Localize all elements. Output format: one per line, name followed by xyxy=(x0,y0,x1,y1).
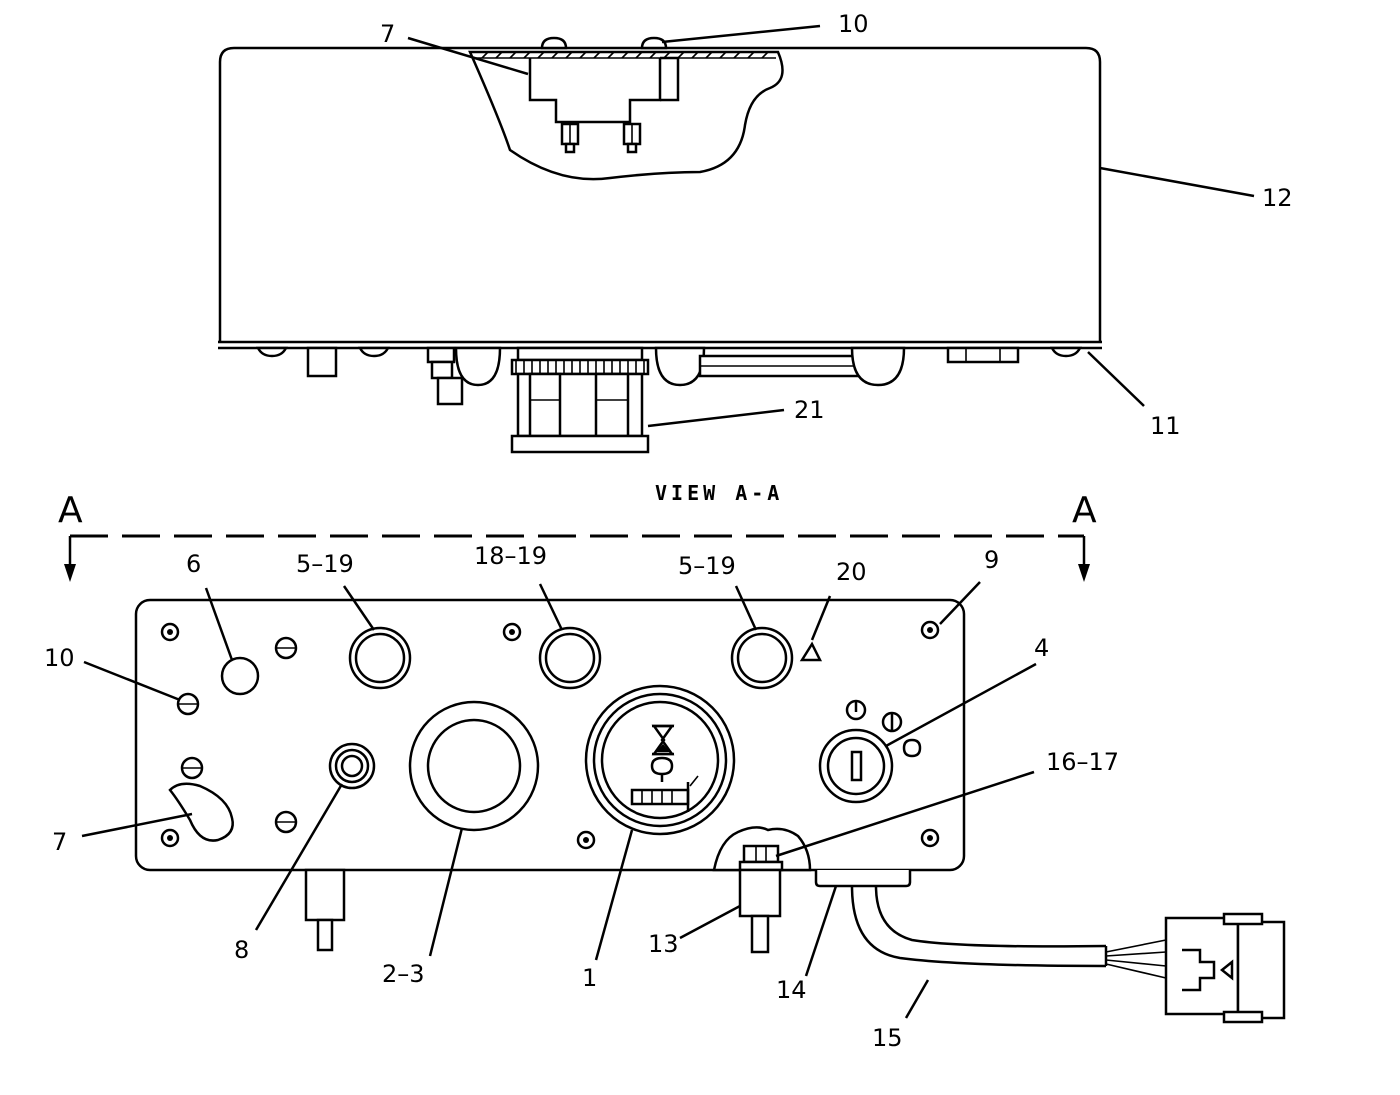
view-label: VIEW A-A xyxy=(655,481,783,505)
top-view-leaders xyxy=(407,24,1255,428)
callout-front-5-19-right: 5–19 xyxy=(678,552,736,580)
front-panel xyxy=(134,598,966,872)
slotted-screws xyxy=(176,636,298,834)
front-view-leaders xyxy=(81,581,1037,1019)
callout-front-9: 9 xyxy=(984,546,999,574)
callout-top-10: 10 xyxy=(838,10,869,38)
callout-front-5-19-left: 5–19 xyxy=(296,550,354,578)
callout-front-14: 14 xyxy=(776,976,807,1004)
callout-top-21: 21 xyxy=(794,396,825,424)
callout-top-7: 7 xyxy=(380,20,395,48)
callout-front-7: 7 xyxy=(52,828,67,856)
key-switch-4 xyxy=(818,699,922,804)
gauge-2-3 xyxy=(408,700,540,832)
section-mark-left: A xyxy=(58,490,83,531)
mounting-screws xyxy=(160,620,940,850)
triangle-symbol-20 xyxy=(799,641,823,662)
below-panel-parts xyxy=(304,868,1286,1024)
cutaway-hatch xyxy=(476,51,776,59)
callout-front-8: 8 xyxy=(234,936,249,964)
callout-front-20: 20 xyxy=(836,558,867,586)
hour-meter-1 xyxy=(584,684,736,836)
callout-front-1: 1 xyxy=(582,964,597,992)
callout-front-13: 13 xyxy=(648,930,679,958)
callout-front-16-17: 16–17 xyxy=(1046,748,1119,776)
section-mark-right: A xyxy=(1072,490,1097,531)
callout-front-4: 4 xyxy=(1034,634,1049,662)
callout-top-11: 11 xyxy=(1150,412,1181,440)
callout-front-10: 10 xyxy=(44,644,75,672)
top-view-housing xyxy=(218,36,1102,454)
indicator-lamp-6 xyxy=(220,656,260,696)
callout-top-12: 12 xyxy=(1262,184,1293,212)
section-line-a-a xyxy=(64,534,1090,582)
indicator-lamps xyxy=(348,626,794,690)
callout-front-15: 15 xyxy=(872,1024,903,1052)
push-button-8 xyxy=(328,742,376,790)
callout-front-2-3: 2–3 xyxy=(382,960,425,988)
top-view-bottom-fittings xyxy=(255,346,1083,454)
callout-front-6: 6 xyxy=(186,550,201,578)
knob-7 xyxy=(168,782,234,842)
callout-front-18-19: 18–19 xyxy=(474,542,547,570)
